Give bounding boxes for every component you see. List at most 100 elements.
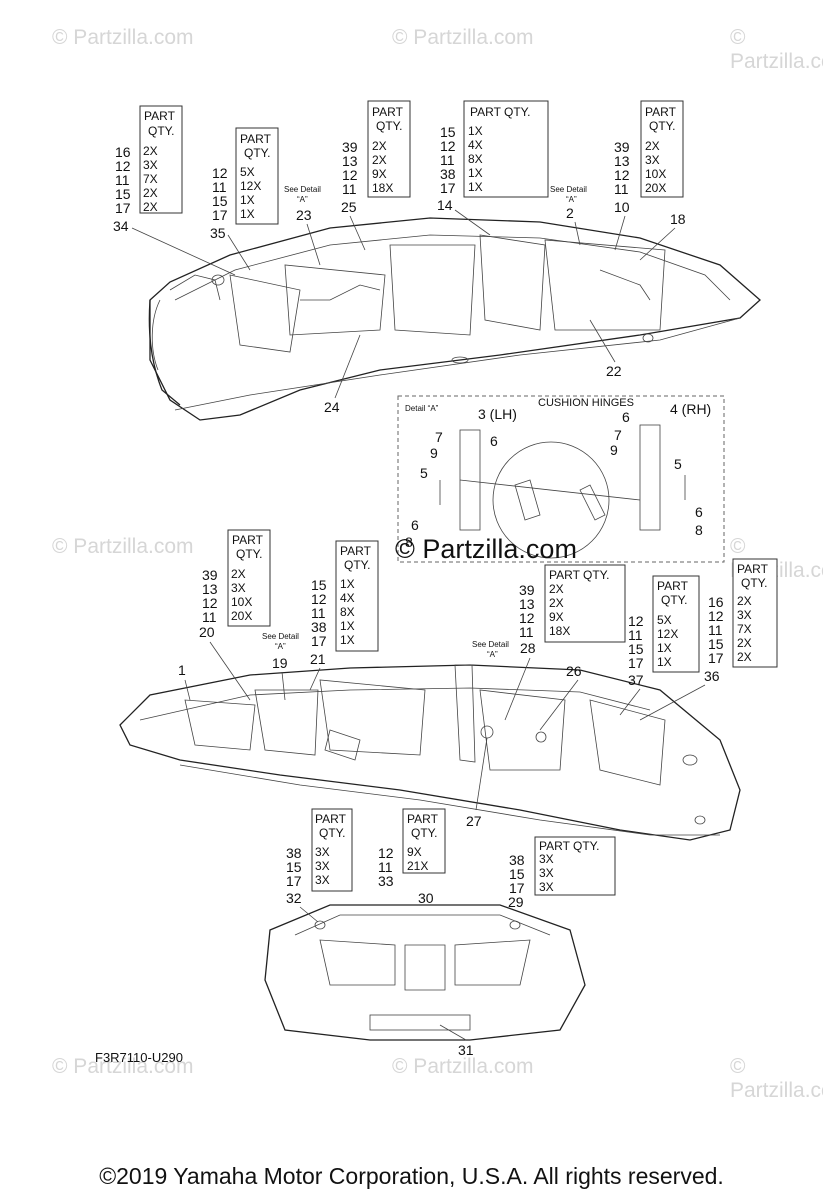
part-number: 17 — [212, 207, 228, 223]
table-header: PART — [372, 105, 404, 119]
see-detail-label: “A” — [487, 650, 498, 659]
cushion-hinges-title: CUSHION HINGES — [538, 397, 634, 409]
table-header: PART QTY. — [470, 105, 530, 119]
part-number: 11 — [311, 605, 326, 621]
see-detail-label: “A” — [297, 195, 308, 204]
part-number: 12 — [378, 845, 394, 861]
qty-value: 3X — [539, 852, 554, 866]
qty-value: 1X — [657, 641, 672, 655]
qty-value: 2X — [737, 594, 752, 608]
part-number: 12 — [342, 167, 358, 183]
table-header: QTY. — [344, 558, 370, 572]
part-number: 11 — [212, 179, 227, 195]
qty-value: 18X — [549, 624, 570, 638]
qty-value: 4X — [468, 138, 483, 152]
table-header: PART QTY. — [539, 839, 599, 853]
part-number: 17 — [115, 200, 131, 216]
callout-number: 6 — [622, 409, 630, 425]
qty-value: 1X — [340, 577, 355, 591]
table-header: PART — [240, 132, 272, 146]
part-number: 17 — [509, 880, 525, 896]
see-detail-label: “A” — [275, 642, 286, 651]
watermark: © Partzilla.com — [395, 534, 577, 564]
qty-value: 9X — [407, 845, 422, 859]
qty-table: PART QTY. 38 15 17 3X 3X 3X — [509, 836, 616, 896]
qty-value: 9X — [549, 610, 564, 624]
copyright-notice: ©2019 Yamaha Motor Corporation, U.S.A. A… — [99, 1163, 724, 1189]
callout-number: 33 — [378, 873, 394, 889]
qty-value: 1X — [657, 655, 672, 669]
qty-value: 2X — [231, 567, 246, 581]
callout-number: 37 — [628, 672, 644, 688]
qty-value: 1X — [240, 207, 255, 221]
qty-value: 2X — [143, 186, 158, 200]
callout-number: 22 — [606, 363, 622, 379]
part-number: 11 — [378, 859, 393, 875]
callout-number: 21 — [310, 651, 326, 667]
callout-number: 20 — [199, 624, 215, 640]
part-number: 12 — [519, 610, 535, 626]
part-number: 15 — [509, 866, 525, 882]
part-number: 39 — [342, 139, 358, 155]
part-number: 15 — [440, 124, 456, 140]
part-number: 11 — [708, 622, 723, 638]
part-number: 12 — [440, 138, 456, 154]
leader-lines — [131, 209, 706, 1041]
callout-number: 6 — [411, 517, 419, 533]
part-number: 17 — [286, 873, 302, 889]
qty-value: 2X — [549, 596, 564, 610]
qty-value: 18X — [372, 181, 393, 195]
watermark: © Partzilla.com — [730, 1055, 823, 1102]
detail-a-label: Detail “A” — [405, 404, 439, 413]
watermark: © Partzilla.com — [730, 26, 823, 73]
qty-value: 1X — [340, 633, 355, 647]
callout-number: 6 — [695, 504, 703, 520]
callout-number: 9 — [610, 442, 618, 458]
qty-value: 3X — [231, 581, 246, 595]
part-number: 38 — [509, 852, 525, 868]
callout-number: 31 — [458, 1042, 474, 1058]
part-number: 16 — [708, 594, 724, 610]
qty-value: 21X — [407, 859, 428, 873]
callout-number: 6 — [490, 433, 498, 449]
part-number: 39 — [519, 582, 535, 598]
qty-value: 10X — [645, 167, 666, 181]
qty-table: PART QTY. 15 12 11 38 17 1X 4X 8X 1X 1X — [311, 540, 379, 652]
part-number: 15 — [286, 859, 302, 875]
callout-number: 4 (RH) — [670, 401, 711, 417]
part-number: 11 — [614, 181, 629, 197]
part-number: 15 — [311, 577, 327, 593]
part-number: 38 — [286, 845, 302, 861]
callout-number: 34 — [113, 218, 129, 234]
part-number: 11 — [519, 624, 534, 640]
part-number: 38 — [440, 166, 456, 182]
qty-value: 8X — [468, 152, 483, 166]
table-header: QTY. — [376, 119, 402, 133]
qty-value: 2X — [143, 144, 158, 158]
qty-value: 3X — [737, 608, 752, 622]
table-header: QTY. — [319, 826, 345, 840]
table-header: PART — [340, 544, 372, 558]
part-number: 11 — [115, 172, 130, 188]
part-number: 12 — [614, 167, 630, 183]
callout-number: 23 — [296, 207, 312, 223]
callout-number: 18 — [670, 211, 686, 227]
qty-table: PART QTY. 39 13 12 11 2X 2X 9X 18X — [342, 100, 411, 198]
qty-table: PART QTY. 39 13 12 11 2X 3X 10X 20X — [202, 529, 271, 627]
table-header: PART — [645, 105, 677, 119]
table-header: QTY. — [411, 826, 437, 840]
see-detail-label: See Detail — [262, 632, 299, 641]
table-header: PART QTY. — [549, 568, 609, 582]
callout-number: 8 — [695, 522, 703, 538]
part-number: 13 — [614, 153, 630, 169]
qty-value: 9X — [372, 167, 387, 181]
callout-number: 24 — [324, 399, 340, 415]
qty-value: 2X — [143, 200, 158, 214]
qty-value: 1X — [340, 619, 355, 633]
watermark: © Partzilla.com — [392, 26, 534, 49]
part-number: 11 — [342, 181, 357, 197]
watermark: © Partzilla.com — [392, 1055, 534, 1078]
qty-value: 12X — [657, 627, 678, 641]
qty-table: PART QTY. 15 12 11 38 17 1X 4X 8X 1X 1X — [440, 100, 549, 198]
